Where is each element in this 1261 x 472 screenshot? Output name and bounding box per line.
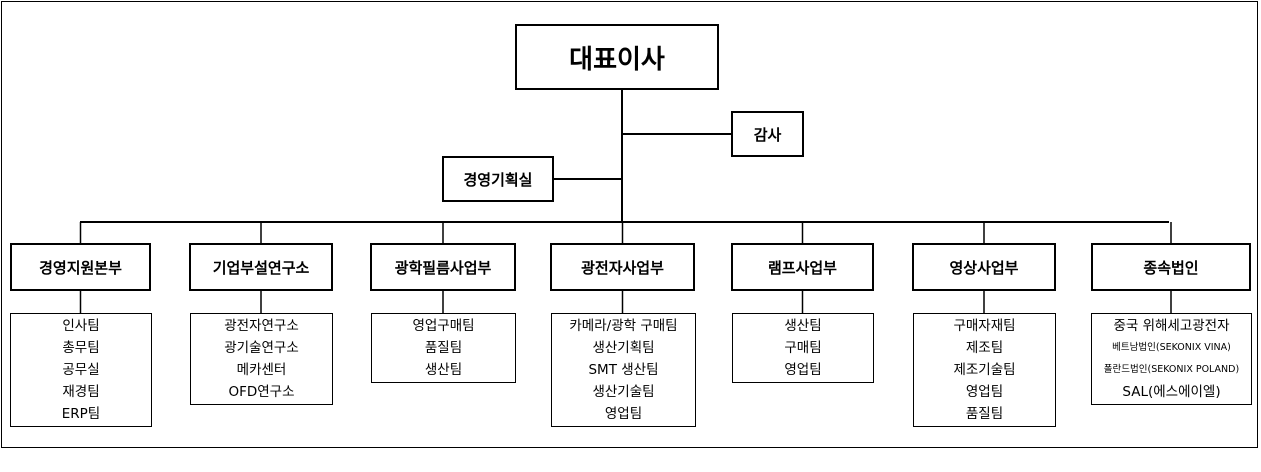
team-item: 영업팀 — [784, 362, 822, 378]
team-item: 폴란드법인(SEKONIX POLAND) — [1103, 364, 1240, 375]
team-item: SAL(에스에이엘) — [1122, 384, 1221, 400]
team-item: 생산팀 — [784, 318, 822, 334]
division-box-5: 영상사업부 — [912, 243, 1056, 291]
team-item: 카메라/광학 구매팀 — [569, 318, 678, 334]
team-item: 총무팀 — [62, 340, 100, 356]
ceo-box: 대표이사 — [515, 24, 719, 90]
team-item: 중국 위해세고광전자 — [1113, 318, 1230, 334]
team-item: 제조기술팀 — [953, 362, 1016, 378]
diagram-frame — [1, 1, 1258, 448]
team-item: 생산팀 — [424, 362, 463, 378]
team-item: 영업팀 — [965, 384, 1004, 400]
team-item: 재경팀 — [62, 384, 100, 400]
division-box-2: 광학필름사업부 — [370, 243, 516, 291]
team-item: 품질팀 — [965, 406, 1004, 422]
team-item: 인사팀 — [62, 318, 100, 334]
team-item: 광전자연구소 — [224, 318, 299, 334]
team-item: 베트남법인(SEKONIX VINA) — [1112, 342, 1231, 353]
team-item: 공무실 — [62, 362, 100, 378]
division-box-0: 경영지원본부 — [10, 243, 151, 291]
team-item: ERP팀 — [61, 406, 101, 422]
team-item: 생산기술팀 — [592, 384, 655, 400]
team-item: 생산기획팀 — [592, 340, 655, 356]
team-item: 제조팀 — [965, 340, 1004, 356]
team-item: 구매팀 — [784, 340, 822, 356]
team-item: 메카센터 — [236, 362, 287, 378]
planning-office-box: 경영기획실 — [442, 156, 554, 202]
team-item: 영업구매팀 — [412, 318, 475, 334]
team-item: OFD연구소 — [228, 384, 295, 400]
team-item: 광기술연구소 — [224, 340, 299, 356]
audit-box: 감사 — [731, 111, 804, 157]
division-box-3: 광전자사업부 — [550, 243, 695, 291]
team-item: SMT 생산팀 — [588, 362, 659, 378]
division-box-1: 기업부설연구소 — [189, 243, 333, 291]
division-box-4: 램프사업부 — [731, 243, 874, 291]
team-item: 영업팀 — [604, 406, 643, 422]
team-item: 구매자재팀 — [953, 318, 1016, 334]
team-item: 품질팀 — [424, 340, 463, 356]
division-box-6: 종속법인 — [1091, 243, 1251, 291]
